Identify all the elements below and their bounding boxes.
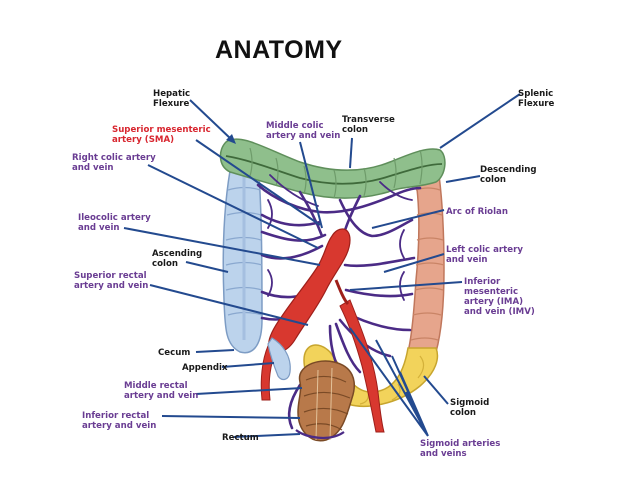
cecum-appendix [267,337,291,381]
label-descending-colon: Descending colon [480,165,540,185]
label-left-colic: Left colic artery and vein [446,245,526,265]
label-rectum: Rectum [222,433,259,443]
label-ima: Inferior mesenteric artery (IMA) and vei… [464,277,535,317]
right-labels: Splenic Flexure Descending colon Arc of … [420,89,556,459]
label-right-colic: Right colic artery and vein [72,153,159,173]
label-sma: Superior mesenteric artery (SMA) [112,125,214,145]
label-inferior-rectal: Inferior rectal artery and vein [82,411,156,431]
page-title: ANATOMY [215,36,343,64]
ascending-colon-shape [222,159,263,354]
label-ileocolic: Ileocolic artery and vein [78,213,154,233]
label-hepatic-flexure: Hepatic Flexure [153,89,193,109]
label-splenic-flexure: Splenic Flexure [518,89,556,109]
label-sigmoid-arteries: Sigmoid arteries and veins [420,439,503,459]
label-middle-colic: Middle colic artery and vein [266,121,340,141]
label-sigmoid-colon: Sigmoid colon [450,398,492,418]
label-middle-rectal: Middle rectal artery and vein [124,381,198,401]
label-ascending-colon: Ascending colon [152,249,205,269]
top-labels: Middle colic artery and vein Transverse … [266,115,398,141]
label-transverse-colon: Transverse colon [342,115,398,135]
label-arc-of-riolan: Arc of Riolan [446,207,508,217]
label-cecum: Cecum [158,348,190,358]
left-labels: Hepatic Flexure Superior mesenteric arte… [72,89,259,443]
label-appendix: Appendix [182,363,228,373]
label-superior-rectal: Superior rectal artery and vein [74,271,150,291]
leader-lines [123,93,521,438]
rectum-shape [295,360,355,442]
